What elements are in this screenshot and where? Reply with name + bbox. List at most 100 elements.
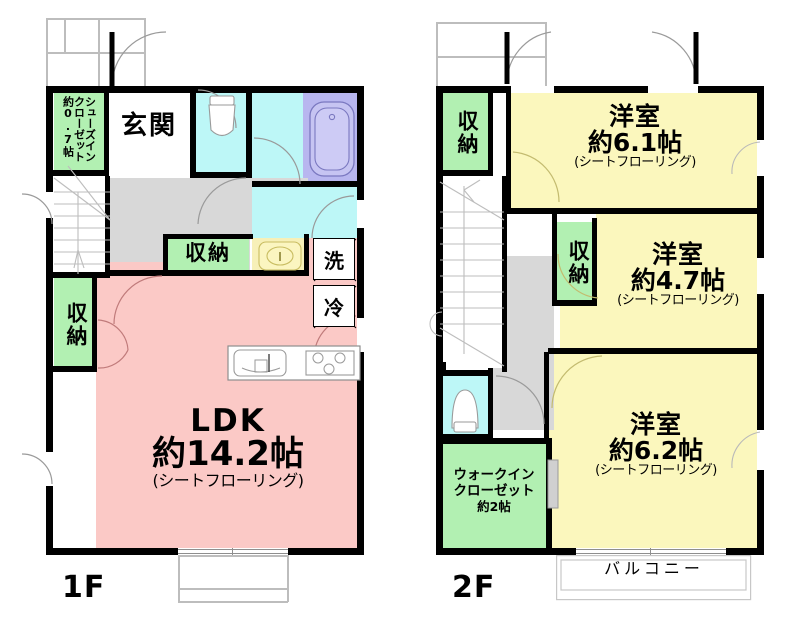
washer-label: 洗 bbox=[314, 239, 354, 279]
window-2f-top-1 bbox=[506, 86, 554, 93]
window-left-2 bbox=[46, 452, 53, 486]
ldk-size: 約14.2帖 bbox=[152, 434, 304, 475]
floor-tag-1f: 1F bbox=[62, 570, 105, 605]
terrace-outline-e bbox=[287, 555, 289, 602]
bedroom-3-label: 洋室 約6.2帖 (シートフローリング) bbox=[552, 412, 760, 478]
bedroom-1-material: (シートフローリング) bbox=[574, 155, 696, 170]
genkan-text: 玄関 bbox=[120, 111, 177, 141]
door-bedroom-1 bbox=[511, 150, 563, 206]
bedroom-3-material: (シートフローリング) bbox=[595, 463, 717, 478]
sic-col-2: クローゼット bbox=[72, 96, 86, 162]
wall-bedroom1-left bbox=[506, 86, 511, 214]
door-2f-right-window-bot bbox=[730, 430, 762, 470]
door-bath bbox=[252, 136, 302, 186]
bedroom-1-name: 洋室 bbox=[608, 102, 661, 131]
walk-in-closet-label: ウォークイン クローゼット 約2帖 bbox=[440, 467, 548, 515]
wall-storage-hall-bottom bbox=[163, 270, 309, 276]
window-right-2 bbox=[357, 200, 364, 228]
wall-2f-mid-left-upper bbox=[436, 362, 446, 370]
door-genkan bbox=[109, 30, 170, 88]
bedroom-1-size: 約6.1帖 bbox=[587, 128, 683, 157]
ldk-label: LDK 約14.2帖 (シートフローリング) bbox=[96, 405, 360, 489]
wall-1f-outer-left bbox=[46, 86, 53, 555]
terrace-outline-c bbox=[178, 601, 288, 603]
wall-bedroom2-bottom bbox=[548, 348, 764, 354]
floor-tag-2f-text: 2F bbox=[452, 570, 496, 605]
ldk-material: (シートフローリング) bbox=[152, 470, 305, 490]
bedroom-2-name: 洋室 bbox=[651, 240, 704, 269]
balcony-outline bbox=[556, 555, 752, 601]
storage-2f-top-label: 収納 bbox=[446, 100, 482, 166]
walk-in-closet-floor bbox=[440, 442, 550, 548]
washer-box: 洗 bbox=[313, 238, 357, 282]
terrace-outline-d bbox=[178, 555, 180, 602]
storage-left-floor bbox=[54, 278, 96, 368]
wall-hall-bottom bbox=[50, 272, 110, 278]
window-2f-right-1 bbox=[757, 140, 764, 176]
stairs-2f bbox=[429, 176, 505, 367]
wall-kitchen-right bbox=[304, 234, 309, 276]
wall-bedroom1-bottom bbox=[506, 208, 764, 214]
storage-hall-text: 収納 bbox=[185, 241, 231, 265]
toilet-icon bbox=[206, 95, 238, 144]
wall-2f-storage-mid-bottom bbox=[552, 300, 597, 306]
bedroom-3-size: 約6.2帖 bbox=[608, 436, 704, 465]
porch-outline-top-c bbox=[46, 18, 146, 20]
storage-hall-label: 収納 bbox=[168, 241, 248, 265]
storage-2f-mid-label: 収納 bbox=[559, 230, 593, 296]
bedroom-2-label: 洋室 約4.7帖 (シートフローリング) bbox=[596, 242, 760, 308]
wall-2f-outer-left bbox=[436, 86, 443, 555]
wall-2f-storage-top-bottom bbox=[440, 170, 493, 176]
wall-2f-outer-top bbox=[436, 86, 764, 93]
storage-left-text: 収納 bbox=[64, 302, 88, 348]
storage-2f-mid-floor bbox=[556, 222, 596, 302]
wall-storage-hall-left bbox=[163, 234, 168, 276]
sliding-door-mullion bbox=[232, 548, 234, 555]
door-walk-in-closet bbox=[547, 459, 559, 509]
door-hall-right bbox=[310, 194, 356, 240]
roof-outline-2f-b bbox=[545, 22, 547, 86]
storage-left-label: 収納 bbox=[59, 285, 91, 365]
wall-stairs-right bbox=[105, 176, 110, 276]
window-left-1 bbox=[46, 192, 53, 218]
wall-2f-storage-top-right bbox=[488, 92, 493, 174]
wic-line-3: 約2帖 bbox=[477, 498, 511, 514]
genkan-label: 玄関 bbox=[110, 111, 188, 141]
fridge-label: 冷 bbox=[314, 286, 354, 326]
bedroom-2-size: 約4.7帖 bbox=[630, 266, 726, 295]
door-toilet-2f bbox=[494, 374, 546, 426]
wall-2f-storage-mid-right bbox=[592, 218, 597, 306]
bedroom-1-label: 洋室 約6.1帖 (シートフローリング) bbox=[512, 104, 758, 170]
window-right-1 bbox=[357, 318, 364, 352]
wall-stairs-2f-right bbox=[502, 176, 507, 372]
door-bedroom-2 bbox=[556, 252, 600, 302]
corridor-2f bbox=[506, 256, 554, 368]
vanity-sink-icon bbox=[258, 241, 302, 271]
wic-line-1: ウォークイン bbox=[453, 467, 535, 483]
storage-2f-top-floor bbox=[440, 92, 488, 172]
wall-1f-outer-top bbox=[46, 86, 364, 93]
balcony-text: バルコニー bbox=[604, 559, 704, 578]
floor-1f-group: 洗 冷 シューズイン クローゼット 約0.7帖 玄関 収納 収納 LDK bbox=[21, 18, 364, 605]
door-storage-left bbox=[96, 318, 130, 370]
wall-sic-right bbox=[104, 92, 109, 172]
window-2f-right-2 bbox=[757, 258, 764, 294]
wall-2f-outer-right bbox=[757, 86, 764, 555]
shoes-in-closet-floor bbox=[54, 92, 104, 170]
wall-genkan-right bbox=[190, 86, 196, 178]
wall-toilet-bottom bbox=[196, 172, 252, 178]
roof-outline-2f-a bbox=[436, 22, 438, 86]
porch-outline-top-e bbox=[46, 52, 146, 54]
wall-toilet-2f-bottom bbox=[436, 434, 493, 440]
bedroom-3-floor bbox=[548, 352, 760, 548]
bedroom-2-floor-b bbox=[560, 304, 760, 352]
stairs-1f-floor bbox=[54, 178, 110, 274]
toilet-icon-2f bbox=[450, 384, 480, 433]
terrace-outline-b bbox=[178, 588, 288, 590]
wall-corridor-bottom-left bbox=[110, 270, 164, 276]
storage-2f-top-text: 収納 bbox=[455, 110, 479, 156]
balcony-label: バルコニー bbox=[556, 559, 752, 578]
ldk-name: LDK bbox=[190, 403, 266, 439]
